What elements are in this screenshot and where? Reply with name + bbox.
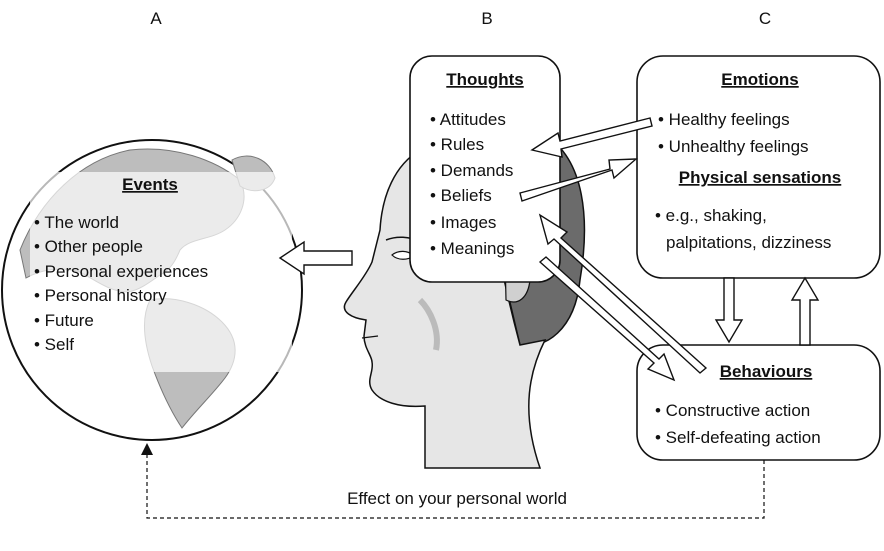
events-item: • Other people	[34, 237, 143, 256]
thoughts-item: • Images	[430, 213, 496, 232]
behaviours-item: • Self-defeating action	[655, 428, 821, 447]
feedback-loop-line	[146, 452, 765, 519]
physical-item: palpitations, dizziness	[666, 233, 831, 252]
physical-item: • e.g., shaking,	[655, 206, 767, 225]
behaviours-item: • Constructive action	[655, 401, 810, 420]
arrow-thoughts-to-emotions	[519, 158, 638, 202]
events-text-backdrop	[30, 172, 292, 372]
events-item: • Personal experiences	[34, 262, 208, 281]
behaviours-box	[636, 344, 881, 461]
thoughts-item: • Meanings	[430, 239, 514, 258]
arrow-thoughts-to-behaviours	[538, 256, 676, 382]
arrow-emotions-to-behaviours	[714, 277, 744, 344]
events-title: Events	[122, 175, 178, 194]
events-item: • Future	[34, 311, 94, 330]
arrow-thoughts-to-events	[278, 240, 353, 276]
thoughts-title: Thoughts	[446, 70, 523, 89]
thoughts-item: • Attitudes	[430, 110, 506, 129]
thoughts-item: • Beliefs	[430, 186, 492, 205]
head-face	[343, 149, 547, 469]
feedback-loop-arrowhead	[141, 443, 153, 455]
events-item: • Personal history	[34, 286, 167, 305]
arrow-emotions-to-thoughts	[530, 117, 653, 158]
emotions-item: • Healthy feelings	[658, 110, 790, 129]
emotions-title: Emotions	[721, 70, 798, 89]
events-item: • The world	[34, 213, 119, 232]
events-item: • Self	[34, 335, 74, 354]
column-b-label: B	[481, 9, 492, 28]
cheek-shade	[417, 297, 440, 351]
column-c-label: C	[759, 9, 771, 28]
column-a-label: A	[150, 9, 162, 28]
physical-title: Physical sensations	[679, 168, 842, 187]
emotions-box	[636, 55, 881, 279]
arrow-behaviours-to-emotions	[790, 276, 820, 346]
arrow-behaviours-to-thoughts	[538, 213, 708, 374]
thoughts-box	[409, 55, 561, 283]
behaviours-title: Behaviours	[720, 362, 813, 381]
feedback-label: Effect on your personal world	[347, 489, 567, 508]
thoughts-item: • Demands	[430, 161, 513, 180]
thoughts-item: • Rules	[430, 135, 484, 154]
emotions-item: • Unhealthy feelings	[658, 137, 809, 156]
mouth	[361, 335, 379, 339]
